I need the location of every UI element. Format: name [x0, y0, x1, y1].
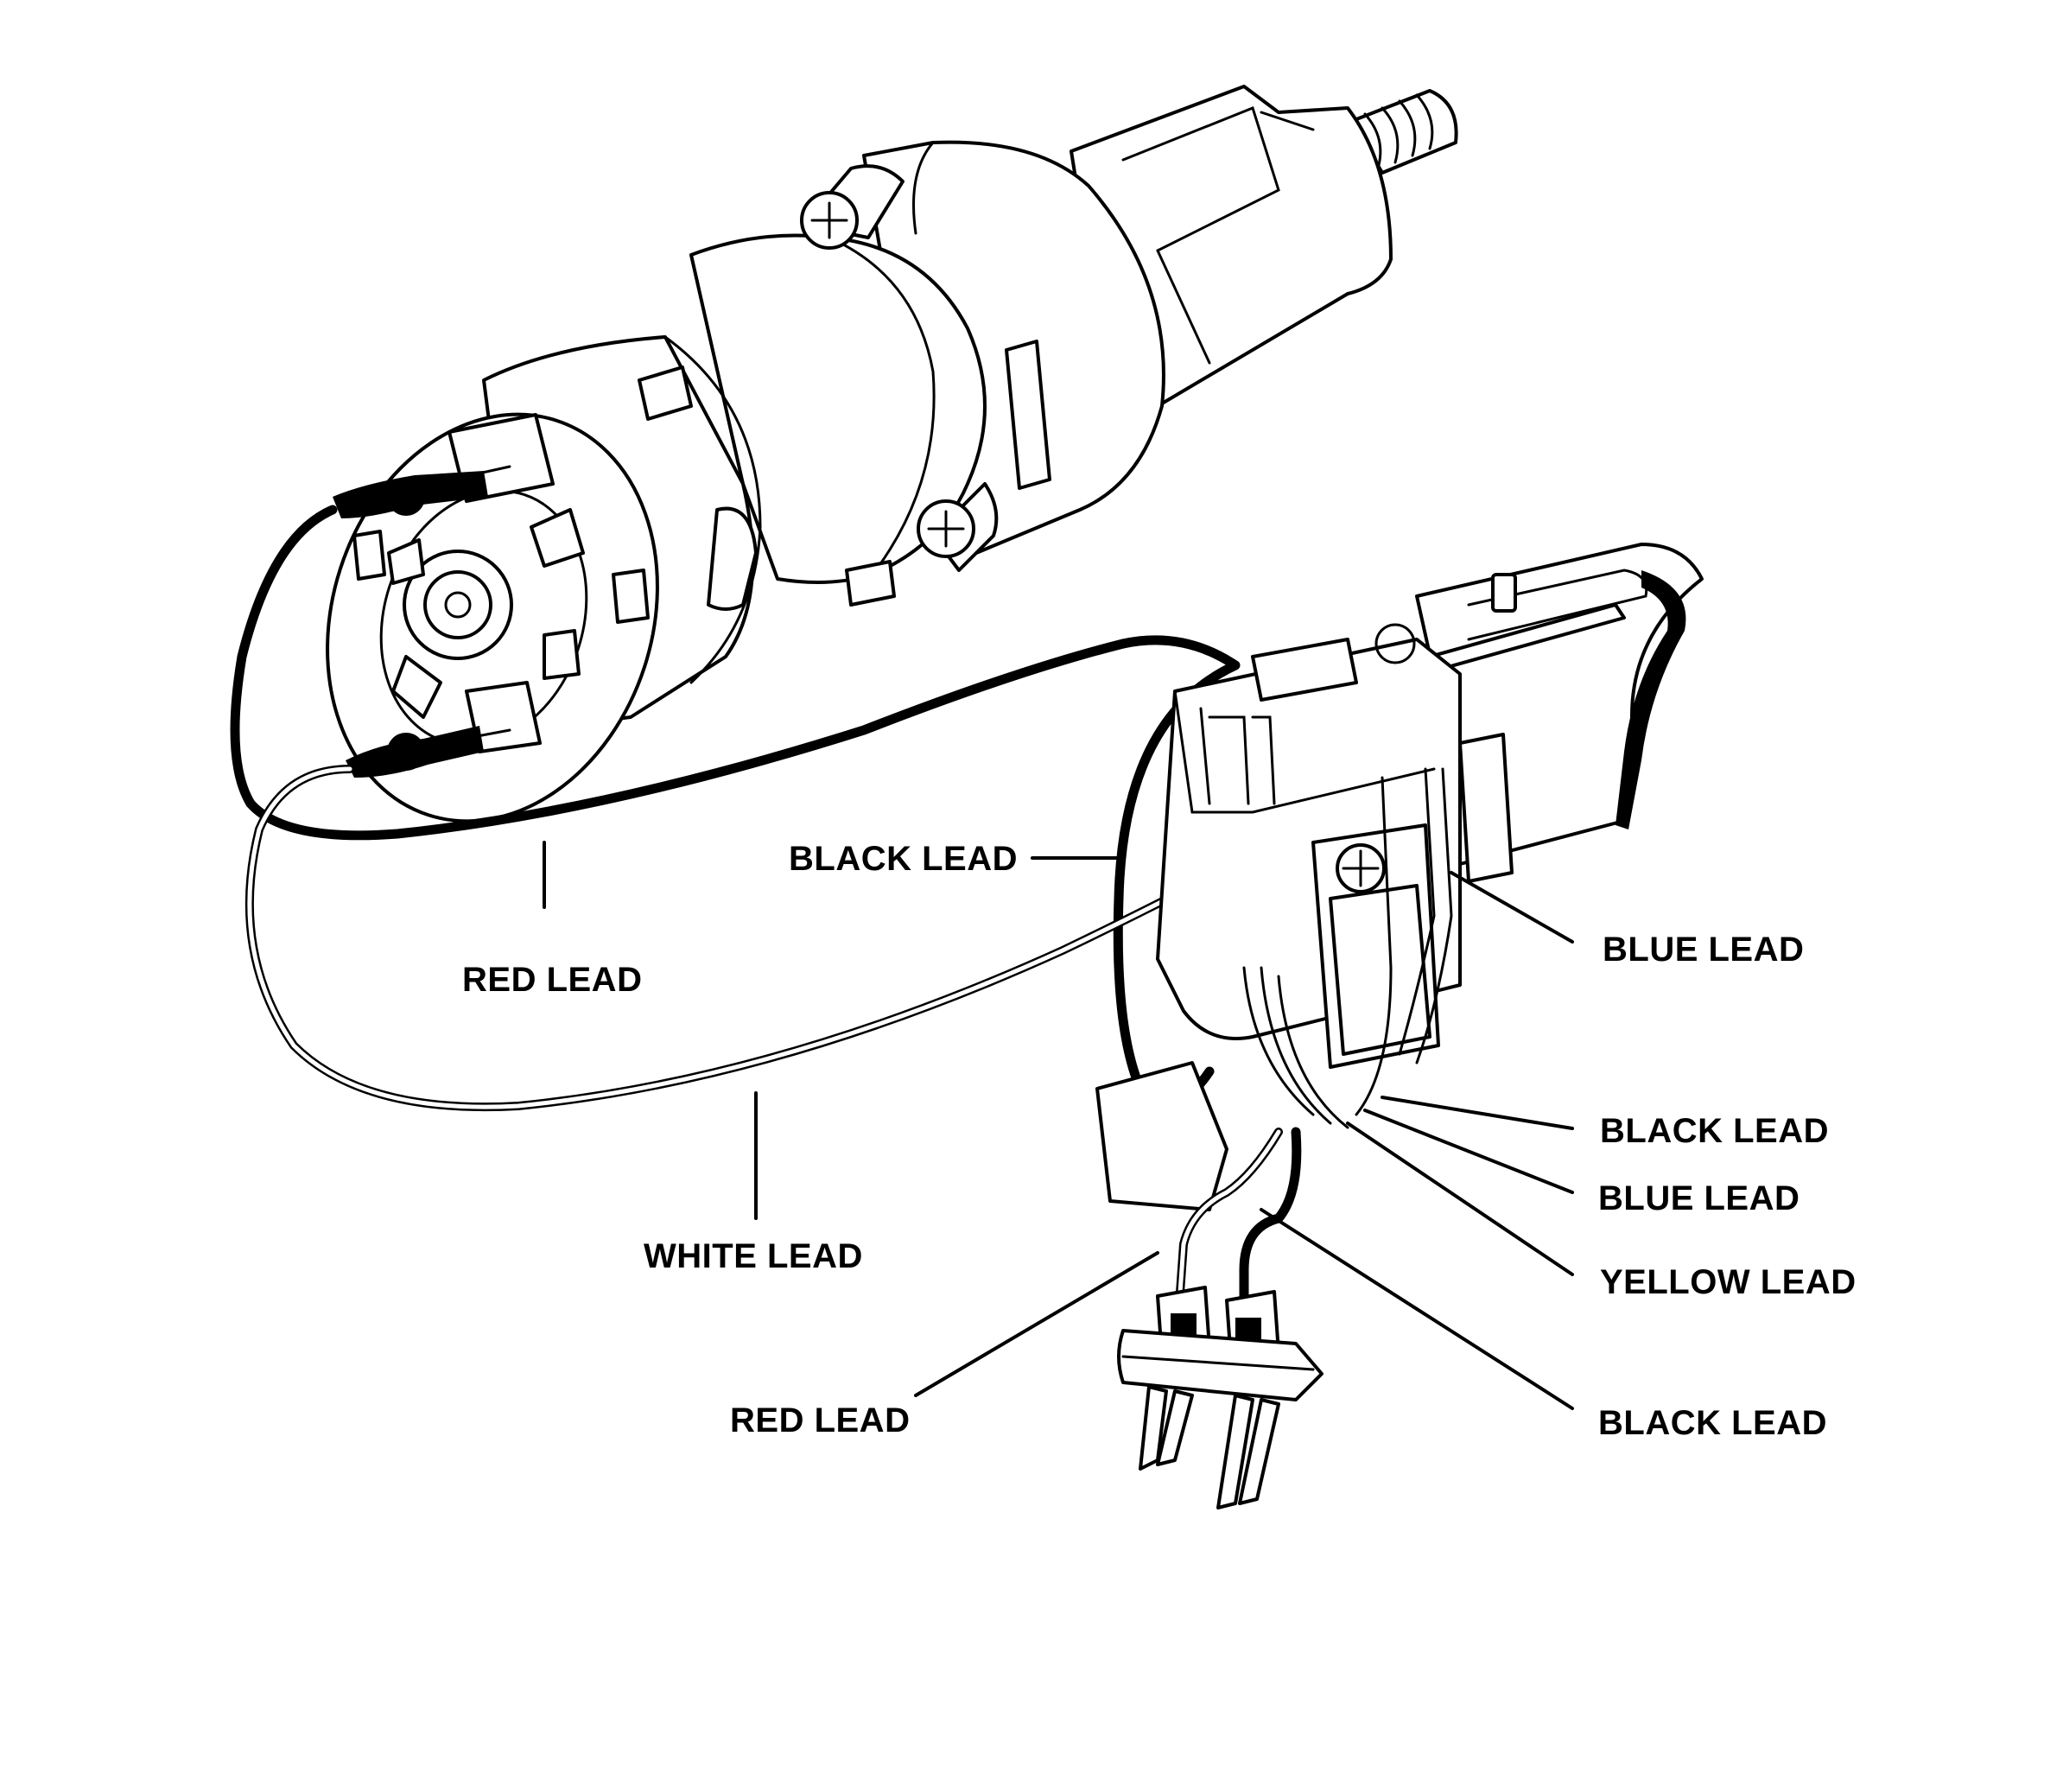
- leader-yellow-lead: [1346, 1122, 1574, 1276]
- wire-white: [244, 765, 1387, 1112]
- spindle-thread: [1350, 89, 1458, 175]
- label-black-lead-bottom: BLACK LEAD: [1598, 1404, 1827, 1442]
- wire-red-motor: [230, 505, 1128, 841]
- label-black-lead-mid: BLACK LEAD: [1600, 1112, 1829, 1150]
- trigger-switch: [1095, 543, 1704, 1211]
- clamp-screw-bottom: [917, 482, 999, 572]
- label-red-lead-bottom: RED LEAD: [730, 1401, 910, 1439]
- motor-terminal-top: [333, 465, 511, 518]
- leader-black-lead-bottom: [1260, 1208, 1574, 1410]
- leader-blue-lead-upper: [1450, 871, 1574, 944]
- leader-black-lead-mid: [1381, 1096, 1574, 1130]
- label-blue-lead-upper: BLUE LEAD: [1603, 931, 1804, 969]
- leader-blue-lead-lower: [1363, 1109, 1574, 1194]
- label-red-lead-left: RED LEAD: [462, 961, 642, 999]
- label-white-lead: WHITE LEAD: [644, 1237, 863, 1275]
- motor-assembly: [326, 85, 1458, 823]
- leader-lines: [543, 841, 1574, 1410]
- motor-terminal-bottom: [346, 726, 511, 778]
- mounting-plate: [1095, 1061, 1228, 1211]
- battery-terminal-block: [1117, 1286, 1323, 1509]
- label-yellow-lead: YELLOW LEAD: [1600, 1263, 1857, 1301]
- label-blue-lead-lower: BLUE LEAD: [1598, 1179, 1800, 1217]
- clamp-screw-top: [800, 164, 905, 250]
- labels: BLACK LEAD RED LEAD WHITE LEAD BLUE LEAD…: [462, 840, 1857, 1442]
- label-black-lead-top: BLACK LEAD: [789, 840, 1018, 878]
- leader-red-lead-bottom: [914, 1251, 1159, 1397]
- leads-to-terminal: [1175, 1127, 1302, 1319]
